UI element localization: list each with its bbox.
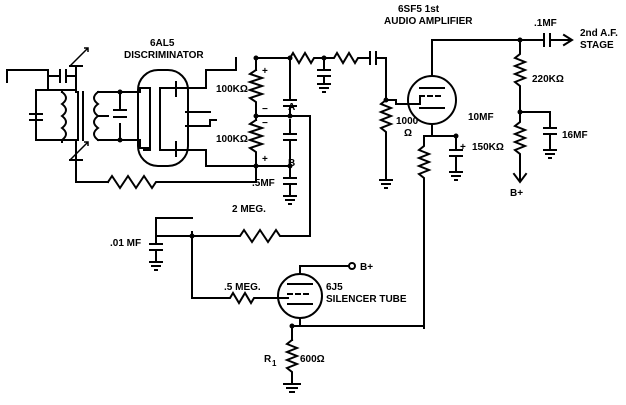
r-5meg-label: .5 MEG. <box>224 282 261 293</box>
cap-5mf-label: .5MF <box>252 178 275 189</box>
r-100k-top-label: 100KΩ <box>216 84 248 95</box>
r-1000-label-b: Ω <box>404 128 412 139</box>
r-100k-bot-label: 100KΩ <box>216 134 248 145</box>
amplifier-6sf5: 6SF5 1st AUDIO AMPLIFIER 1000 Ω 10MF + <box>384 4 521 329</box>
r-150k-label: 150KΩ <box>472 142 504 153</box>
bplus-silencer-label: B+ <box>360 262 373 273</box>
r-1000-label-a: 1000 <box>396 116 419 127</box>
discriminator-6al5: 6AL5 DISCRIMINATOR <box>124 38 237 167</box>
minus-mid: − <box>262 104 268 115</box>
r1-label: R <box>264 354 272 365</box>
tube-6sf5-role: AUDIO AMPLIFIER <box>384 16 473 27</box>
minus-mid-2: − <box>262 118 268 129</box>
r1-subscript: 1 <box>272 359 277 368</box>
tube-6j5-name: 6J5 <box>326 282 343 293</box>
output-stage-line-1: 2nd A.F. <box>580 28 618 39</box>
node-a-label: A <box>288 102 295 113</box>
output-stage-line-2: STAGE <box>580 40 614 51</box>
plus-bottom: + <box>262 154 268 165</box>
discriminator-load: + − − + 100KΩ 100KΩ A B .5MF <box>106 55 311 237</box>
plus-10mf: + <box>460 142 466 153</box>
tube-6al5-role: DISCRIMINATOR <box>124 50 204 61</box>
silencer-section: 2 MEG. .01 MF .5 MEG. B+ 6J5 SILENCER TU… <box>110 204 425 393</box>
coupling-network <box>255 51 397 189</box>
r-220k-label: 220KΩ <box>532 74 564 85</box>
plus-top: + <box>262 66 268 77</box>
node-b-label: B <box>288 158 295 169</box>
r-600-label: 600Ω <box>300 354 325 365</box>
tube-6j5-role: SILENCER TUBE <box>326 294 407 305</box>
tube-6al5-name: 6AL5 <box>150 38 175 49</box>
bplus-amp-label: B+ <box>510 188 523 199</box>
r-2meg-label: 2 MEG. <box>232 204 266 215</box>
cap-10mf-label: 10MF <box>468 112 494 123</box>
coupling-cap-label: .1MF <box>534 18 557 29</box>
tube-6sf5-name: 6SF5 1st <box>398 4 440 15</box>
cap-16mf-label: 16MF <box>562 130 588 141</box>
output-section: .1MF 2nd A.F. STAGE 220KΩ 150KΩ 16MF B+ <box>472 18 618 199</box>
cap-01mf-label: .01 MF <box>110 238 141 249</box>
input-section <box>6 47 151 183</box>
